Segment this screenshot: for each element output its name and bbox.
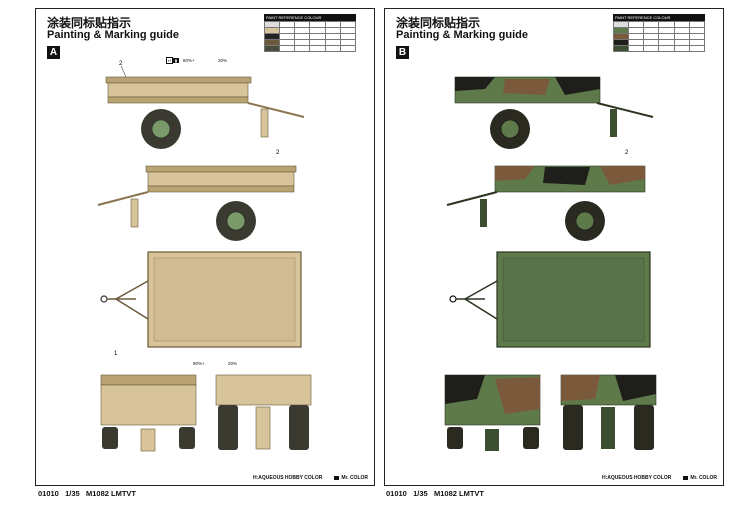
- side-view-right: 2: [97, 150, 297, 241]
- title-english: Painting & Marking guide: [47, 29, 180, 41]
- variant-badge-b: B: [396, 46, 409, 59]
- mix-ratio-rear-b: 20%: [228, 361, 238, 366]
- paint-reference-table: PAINT REFERENCE COLOUR: [264, 14, 357, 52]
- title-english-b: Painting & Marking guide: [396, 29, 529, 41]
- green-trailer-drawings: 2: [444, 76, 657, 451]
- paint-reference-title-b: PAINT REFERENCE COLOUR: [613, 14, 705, 21]
- title-chinese-b: 涂装同标贴指示: [396, 16, 481, 30]
- side-view-left-b: [454, 76, 654, 149]
- rear-view: 1: [100, 351, 197, 452]
- paint-reference-title: PAINT REFERENCE COLOUR: [264, 14, 356, 21]
- paint-reference-table-b: PAINT REFERENCE COLOUR: [613, 14, 706, 52]
- sheet-b: 涂装同标贴指示 Painting & Marking guide B PAINT…: [384, 8, 724, 486]
- legend-mr: Mr. COLOR: [334, 475, 368, 481]
- footer-a: 01010 1/35 M1082 LMTVT: [38, 489, 137, 498]
- sheet-a: 涂装同标贴指示 Painting & Marking guide A PAINT…: [35, 8, 375, 486]
- legend-hobby-b: H:AQUEOUS HOBBY COLOR: [601, 475, 672, 481]
- tan-trailer-drawings: 2 2: [97, 61, 312, 452]
- top-view: [100, 251, 302, 348]
- legend-hobby: H:AQUEOUS HOBBY COLOR: [252, 475, 323, 481]
- part-callout-2-b: 2: [625, 150, 629, 156]
- color-legend: H:AQUEOUS HOBBY COLOR Mr. COLOR: [253, 475, 368, 481]
- legend-mr-b: Mr. COLOR: [683, 475, 717, 481]
- paint-reference-grid: [264, 21, 357, 52]
- side-view-left: 2: [105, 61, 305, 149]
- part-callout-2: 2: [119, 61, 123, 67]
- mix-ratio-b: 20%: [218, 58, 228, 63]
- color-callout-top: H▮: [166, 57, 180, 64]
- paint-reference-grid-b: [613, 21, 706, 52]
- variant-badge: A: [47, 46, 60, 59]
- front-view: [215, 374, 312, 450]
- part-callout-2b: 2: [276, 150, 280, 156]
- color-legend-b: H:AQUEOUS HOBBY COLOR Mr. COLOR: [602, 475, 717, 481]
- rear-view-b: [444, 374, 541, 451]
- part-callout-1: 1: [114, 351, 118, 357]
- mix-ratio-a: 80%+: [183, 58, 195, 63]
- front-view-b: [560, 374, 657, 450]
- mix-ratio-rear-a: 80%+: [193, 361, 205, 366]
- side-view-right-b: 2: [446, 150, 646, 241]
- title-chinese: 涂装同标贴指示: [47, 16, 132, 30]
- top-view-b: [449, 251, 651, 348]
- footer-b: 01010 1/35 M1082 LMTVT: [386, 489, 485, 498]
